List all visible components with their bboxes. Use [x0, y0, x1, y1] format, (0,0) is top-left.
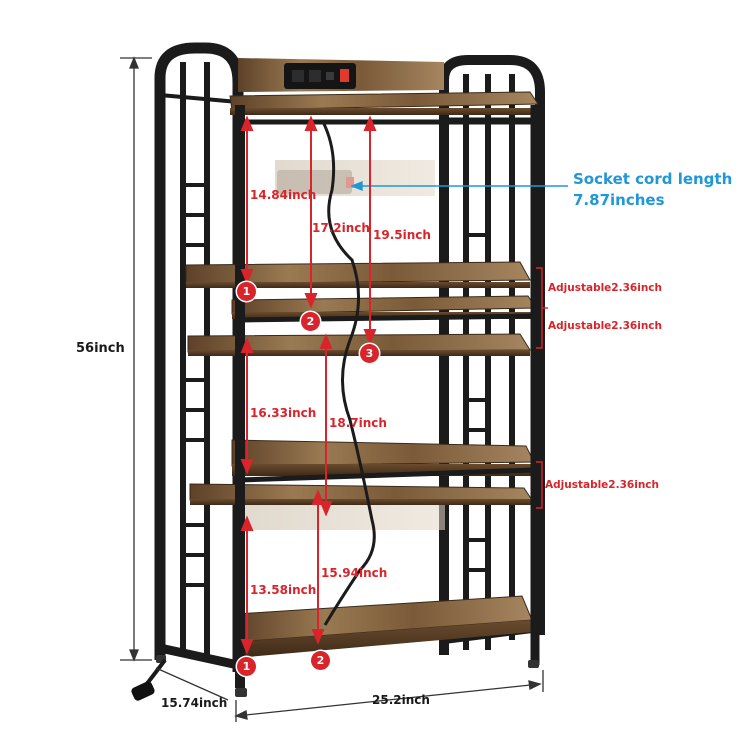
top-measure-b: 17.2inch [312, 221, 370, 235]
socket-cord-label: Socket cord length [573, 170, 733, 188]
power-strip [284, 63, 356, 89]
top-measure-c: 19.5inch [373, 228, 431, 242]
middle-measure-b: 18.7inch [329, 416, 387, 430]
right-side-frame [439, 55, 545, 655]
height-label: 56inch [76, 341, 125, 356]
middle-measure-a: 16.33inch [250, 406, 317, 420]
bottom-section-measure-lines [240, 489, 325, 655]
feet [156, 655, 539, 697]
width-label: 25.2inch [372, 693, 430, 707]
adjustable-label-2: Adjustable2.36inch [548, 320, 662, 332]
badge-top-2: 2 [301, 312, 320, 331]
power-plug [131, 681, 155, 701]
badge-top-1: 1 [237, 282, 256, 301]
bottom-measure-b: 15.94inch [321, 566, 388, 580]
badge-top-3: 3 [360, 344, 379, 363]
top-measure-a: 14.84inch [250, 188, 317, 202]
adjustable-label-3: Adjustable2.36inch [545, 479, 659, 491]
depth-dimension-line [155, 667, 229, 701]
top-section-measure-lines [240, 115, 377, 345]
badge-bottom-1: 1 [237, 657, 256, 676]
depth-label: 15.74inch [161, 696, 228, 710]
adjustable-brackets [536, 267, 548, 509]
middle-section-measure-lines [240, 333, 333, 517]
power-cord [320, 119, 376, 626]
width-dimension-line [234, 670, 544, 722]
socket-cord-length-value: 7.87inches [573, 191, 665, 209]
adjustable-label-1: Adjustable2.36inch [548, 282, 662, 294]
height-dimension-line [120, 56, 152, 662]
badge-bottom-2: 2 [311, 651, 330, 670]
socket-callout-line [350, 180, 568, 192]
shelf-top [229, 58, 539, 115]
left-side-frame [154, 42, 244, 672]
shelf-fourth [187, 333, 531, 356]
front-frame-posts [235, 105, 540, 688]
bottom-measure-a: 13.58inch [250, 583, 317, 597]
